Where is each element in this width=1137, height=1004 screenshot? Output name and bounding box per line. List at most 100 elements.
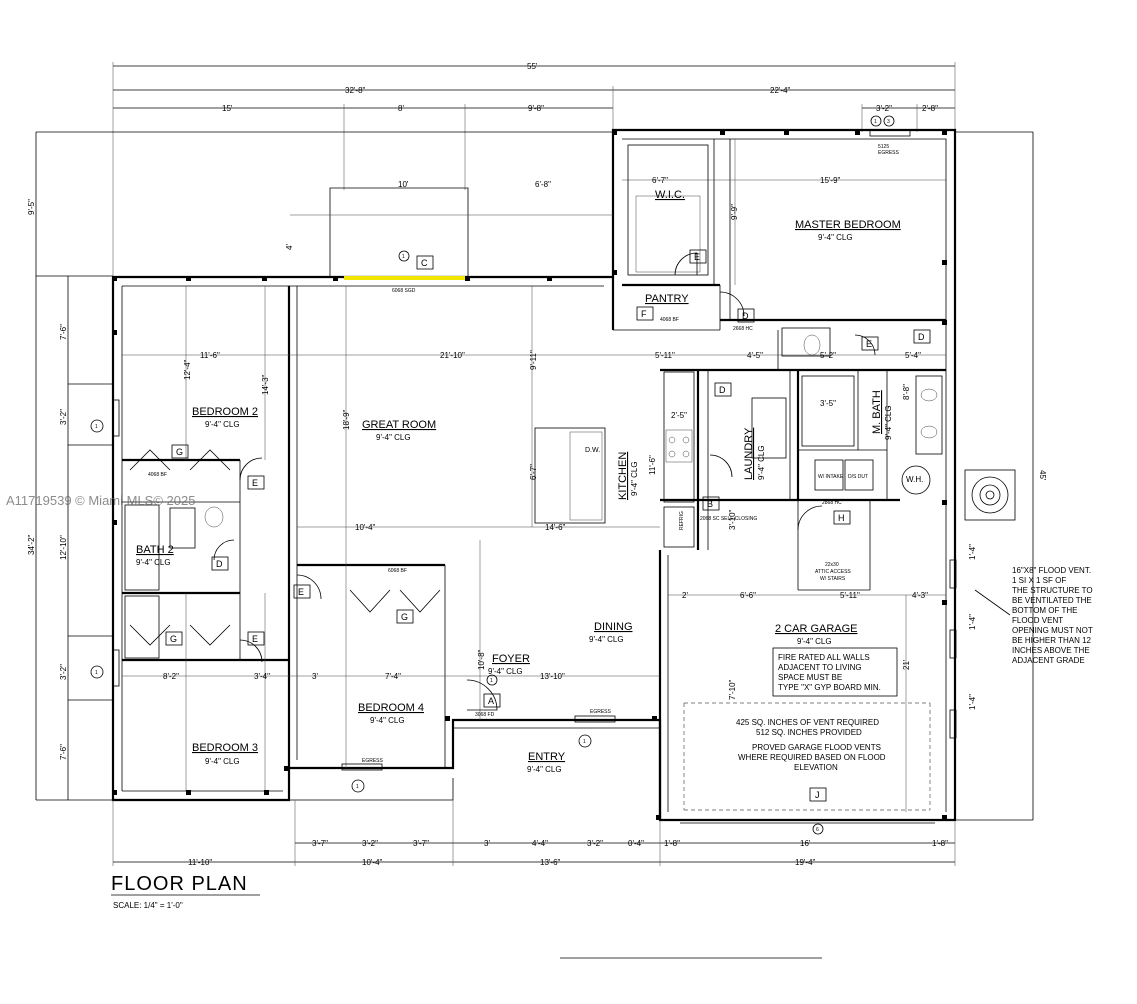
dim-12-4: 12'-4"	[183, 359, 192, 380]
room-foyer: FOYER	[492, 653, 530, 665]
dim-b-19-4: 19'-4"	[795, 858, 816, 867]
tag-wh: W.H.	[906, 475, 923, 484]
room-m-bath: M. BATH	[871, 390, 883, 434]
dim-21: 21'	[902, 659, 911, 670]
dim-overall-width: 55'	[527, 62, 538, 71]
vent-note-line-4: WHERE REQUIRED BASED ON FLOOD	[738, 753, 886, 762]
room-master-bedroom: MASTER BEDROOM	[795, 219, 901, 231]
dim-5-2: 5'-2"	[820, 351, 836, 360]
room-great-room-clg: 9'-4" CLG	[376, 433, 411, 442]
dim-b-1-8: 1'-8"	[664, 839, 680, 848]
dim-5-11b: 5'-11"	[840, 591, 860, 600]
drawing-scale: SCALE: 1/4" = 1'-0"	[113, 901, 183, 910]
marker-1-bed3: 1	[95, 670, 98, 676]
dim-b-13-6: 13'-6"	[540, 858, 561, 867]
dim-top-3-2: 3'-2"	[876, 104, 892, 113]
tag-g-bed3: G	[170, 634, 177, 644]
dim-3: 3'	[312, 672, 318, 681]
win-4068-bed2: 4068 BF	[148, 472, 167, 478]
dim-left-3-2b: 3'-2"	[59, 664, 68, 680]
dim-4-3: 4'-3"	[912, 591, 928, 600]
dim-14-3: 14'-3"	[261, 374, 270, 395]
tag-dryer: D/S DUT	[848, 474, 868, 480]
tag-e-bed2: E	[252, 478, 258, 488]
tag-h: H	[838, 513, 845, 523]
tag-d-pantry: D	[742, 311, 749, 321]
flood-note-line-9: INCHES ABOVE THE	[1012, 646, 1090, 655]
dim-top-right: 22'-4"	[770, 86, 791, 95]
win-6068: 6068 SGD	[392, 288, 416, 294]
flood-note-line-8: BE HIGHER THAN 12	[1012, 636, 1092, 645]
dim-b-0-4: 0'-4"	[628, 839, 644, 848]
marker-1-entry: 1	[583, 739, 586, 745]
side-dimensions: 9'-5" 34'-2" 45' 7'-6" 3'-2" 12'-10" 3'-…	[27, 131, 1047, 821]
dim-4-5: 4'-5"	[747, 351, 763, 360]
room-master-bedroom-clg: 9'-4" CLG	[818, 233, 853, 242]
win-6068bf-bed4: 6068 BF	[388, 568, 407, 574]
dim-10-8: 10'-8"	[477, 649, 486, 670]
dim-b-3-7b: 3'-7"	[413, 839, 429, 848]
dim-left-3-2a: 3'-2"	[59, 409, 68, 425]
marker-1-top: 1	[402, 254, 405, 260]
tag-d-mbath: D	[918, 332, 925, 342]
mls-watermark: A11719539 © Miami MLS© 2025	[6, 493, 195, 508]
dim-1-4a: 1'-4"	[968, 544, 977, 560]
marker-1-bed4: 1	[356, 784, 359, 790]
tag-g-bed2: G	[176, 447, 183, 457]
room-pantry: PANTRY	[645, 293, 689, 305]
win-2668: 2668 HC	[733, 326, 753, 332]
room-dining: DINING	[594, 621, 633, 633]
interior-dimensions: 10' 6'-8" 4' 6'-7" 15'-9" 9'-9" 11'-6" 2…	[122, 139, 977, 812]
dim-10: 10'	[398, 180, 409, 189]
fire-note-line-2: ADJACENT TO LIVING	[778, 663, 862, 672]
room-bath-2-clg: 9'-4" CLG	[136, 558, 171, 567]
door-tags: C E F D E D D G E D E G G E A B H J W.H.…	[148, 144, 931, 802]
room-kitchen-clg: 9'-4" CLG	[630, 461, 639, 496]
dim-top-9-8: 9'-8"	[528, 104, 544, 113]
flood-note-line-6: FLOOD VENT	[1012, 616, 1063, 625]
win-5125: 5125	[878, 144, 889, 150]
dim-11-6: 11'-6"	[200, 351, 220, 360]
dim-top-2-8: 2'-8"	[922, 104, 938, 113]
room-dining-clg: 9'-4" CLG	[589, 635, 624, 644]
tag-e-wic: E	[694, 252, 700, 262]
room-bath-2: BATH 2	[136, 544, 174, 556]
room-m-bath-clg: 9'-4" CLG	[884, 405, 893, 440]
dim-top-8: 8'	[398, 104, 404, 113]
dim-6-7: 6'-7"	[652, 176, 668, 185]
dim-left-depth: 34'-2"	[27, 534, 36, 555]
tag-e-mbath: E	[866, 339, 872, 349]
dim-left-12-10: 12'-10"	[59, 535, 68, 560]
dim-5-11: 5'-11"	[655, 351, 675, 360]
dim-13-10: 13'-10"	[540, 672, 565, 681]
tag-dw: D.W.	[585, 447, 600, 454]
fixtures	[112, 129, 1016, 820]
room-bedroom-3-clg: 9'-4" CLG	[205, 757, 240, 766]
tag-a: A	[488, 696, 494, 706]
dim-21-10: 21'-10"	[440, 351, 465, 360]
dim-left-7-6b: 7'-6"	[59, 744, 68, 760]
tag-g-bed4: G	[401, 612, 408, 622]
room-laundry: LAUNDRY	[743, 427, 755, 480]
dim-7-10: 7'-10"	[728, 679, 737, 700]
tag-e-bed4: E	[298, 587, 304, 597]
tag-j: J	[815, 790, 820, 800]
dim-2-5: 2'-5"	[671, 411, 687, 420]
dim-b-4-4: 4'-4"	[532, 839, 548, 848]
room-entry-clg: 9'-4" CLG	[527, 765, 562, 774]
dim-8-8: 8'-8"	[902, 384, 911, 400]
dim-5-4: 5'-4"	[905, 351, 921, 360]
win-3068-foyer: 3068 FD	[475, 712, 495, 718]
room-bedroom-2-clg: 9'-4" CLG	[205, 420, 240, 429]
fire-note-line-4: TYPE "X" GYP BOARD MIN.	[778, 683, 881, 692]
vent-note-line-5: ELEVATION	[794, 763, 838, 772]
bottom-dimensions: 3'-7" 3'-2" 3'-7" 3' 4'-4" 3'-2" 0'-4" 1…	[112, 800, 956, 867]
flood-note-line-1: 16"X8" FLOOD VENT.	[1012, 566, 1091, 575]
room-labels: W.I.C. MASTER BEDROOM 9'-4" CLG PANTRY B…	[136, 189, 901, 774]
flood-note-line-3: THE STRUCTURE TO	[1012, 586, 1093, 595]
dim-overall-depth: 45'	[1038, 470, 1047, 481]
dim-6-7b: 6'-7"	[529, 464, 538, 480]
vent-note-line-2: 512 SQ. INCHES PROVIDED	[756, 728, 862, 737]
marker-1-master: 1	[874, 119, 877, 125]
